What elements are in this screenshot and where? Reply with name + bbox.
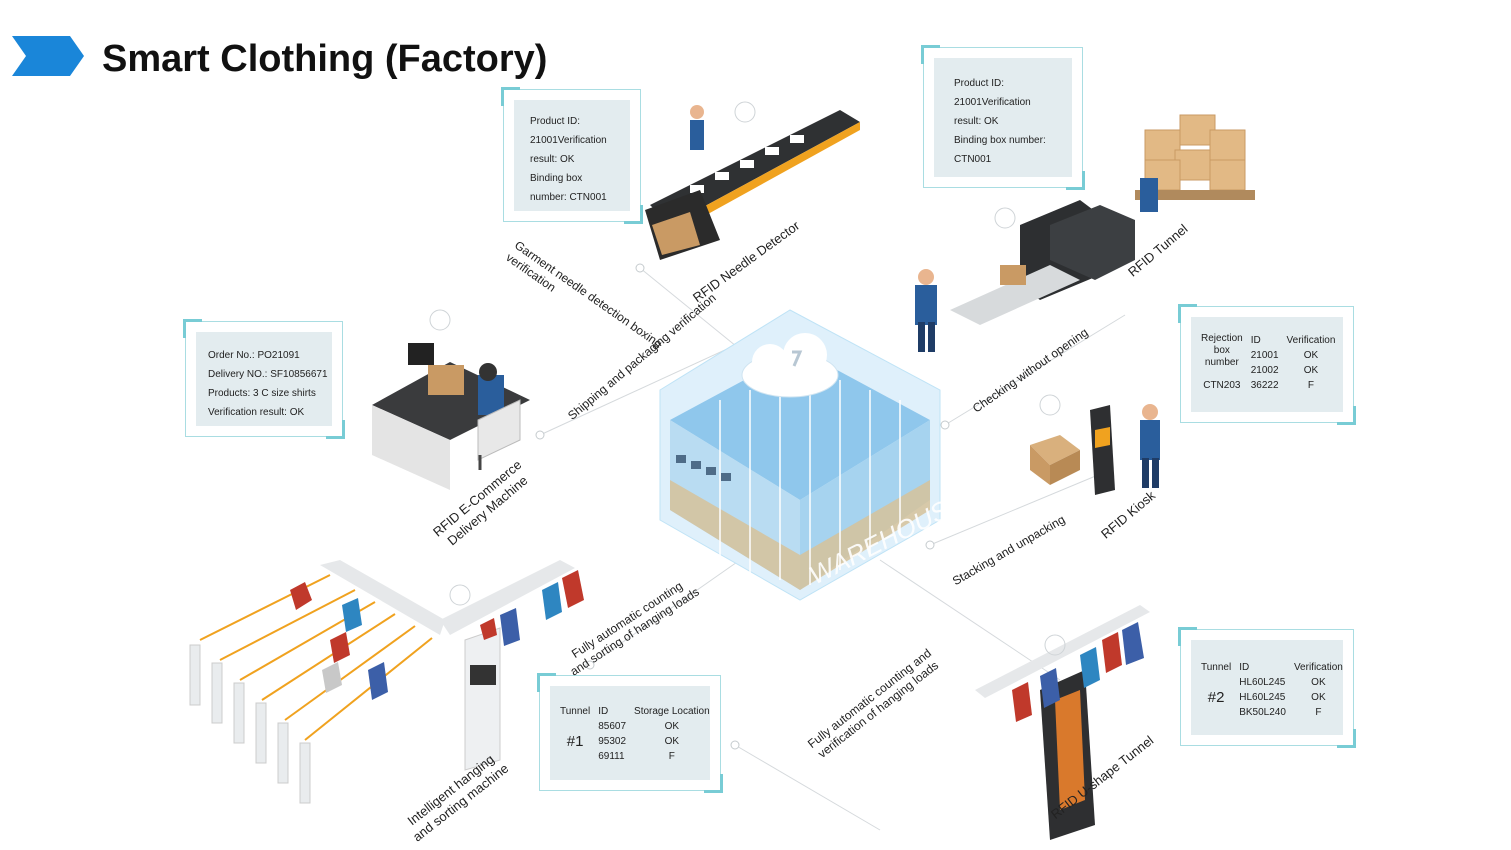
table-row: HL60L245 OK [1239, 692, 1326, 703]
tunnel-number: #2 [1207, 689, 1225, 706]
table-row: #2 HL60L245 OK [1197, 675, 1347, 705]
tunnel-illustration [915, 114, 1255, 352]
warehouse-illustration [659, 309, 941, 601]
info-line: number: CTN001 [530, 192, 607, 203]
info-line: Binding box number: [954, 135, 1046, 146]
info-line: Verification result: OK [208, 407, 305, 418]
wifi-icon [449, 584, 471, 606]
kiosk-table: Rejection box number ID Verification 210… [1197, 333, 1339, 393]
info-line: CTN001 [954, 154, 992, 165]
info-line: Products: 3 C size shirts [208, 388, 316, 399]
info-line: Order No.: PO21091 [208, 350, 300, 361]
table-row: 69111 F [598, 751, 675, 762]
wifi-icon [734, 101, 756, 123]
ecommerce-illustration [372, 343, 530, 490]
info-line: result: OK [530, 154, 575, 165]
hanging-info-card: Tunnel ID Storage Location #1 85607 OK 9… [537, 673, 723, 793]
needle-detector-illustration [645, 105, 860, 260]
chevron-icon [12, 36, 84, 76]
table-row: 21001 OK [1250, 350, 1319, 361]
cloud-icon [741, 333, 839, 398]
hanging-table: Tunnel ID Storage Location #1 85607 OK 9… [556, 704, 714, 764]
page-title: Smart Clothing (Factory) [102, 38, 548, 80]
info-line: Binding box [530, 173, 583, 184]
wifi-icon [429, 309, 451, 331]
info-line: 21001Verification [530, 135, 607, 146]
kiosk-info-card: Rejection box number ID Verification 210… [1178, 304, 1356, 425]
rejection-label: Rejection box number [1201, 333, 1243, 368]
rejection-box: CTN203 [1203, 380, 1241, 391]
table-row: 21002 OK [1250, 365, 1319, 376]
info-line: Delivery NO.: SF10856671 [208, 369, 328, 380]
table-row: BK50L240 F [1239, 707, 1322, 718]
u-tunnel-info-card: Tunnel ID Verification #2 HL60L245 OK HL… [1178, 627, 1356, 748]
table-row: CTN203 36222 F [1197, 378, 1339, 393]
info-line: Product ID: [954, 78, 1005, 89]
info-line: result: OK [954, 116, 999, 127]
info-line: 21001Verification [954, 97, 1031, 108]
table-row: 95302 OK [598, 736, 680, 747]
info-line: Product ID: [530, 116, 581, 127]
tunnel-number: #1 [566, 733, 584, 750]
tunnel-info-card: Product ID: 21001Verification result: OK Bi… [921, 45, 1085, 190]
u-tunnel-table: Tunnel ID Verification #2 HL60L245 OK HL… [1197, 660, 1347, 720]
u-tunnel-illustration [975, 605, 1150, 840]
wifi-icon [994, 207, 1016, 229]
kiosk-illustration [1030, 404, 1160, 495]
wifi-icon [1039, 394, 1061, 416]
wifi-icon [1044, 634, 1066, 656]
table-row: #1 85607 OK [556, 719, 714, 749]
hanging-sorter-illustration [189, 560, 584, 804]
needle-info-card: Product ID: 21001Verification result: OK Bi… [501, 87, 643, 224]
